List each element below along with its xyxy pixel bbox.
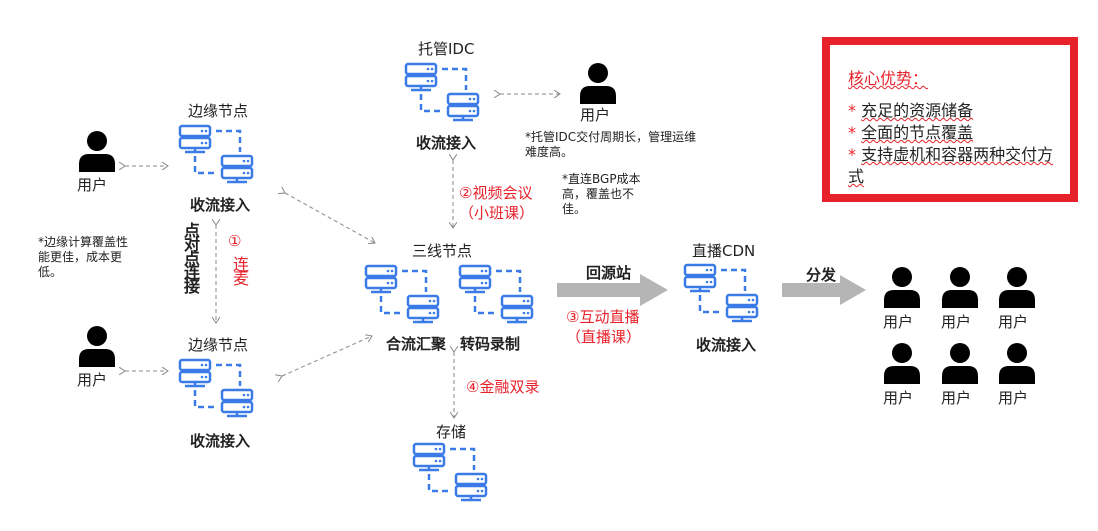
audience-user-label: 用户 <box>883 313 914 331</box>
link-edge-bottom-core <box>282 336 372 376</box>
bullet-star-icon: * <box>848 145 856 164</box>
edge-bottom-caption: 收流接入 <box>190 432 251 450</box>
link-edge-top-core <box>285 193 375 243</box>
core-title: 三线节点 <box>412 242 473 260</box>
arrow-distribute <box>782 275 866 305</box>
core-server-icon-right <box>458 264 534 326</box>
idc-note: *托管IDC交付周期长，管理运维难度高。 <box>525 130 697 159</box>
edge-bottom-title: 边缘节点 <box>188 336 249 354</box>
idc-user-label: 用户 <box>580 106 611 124</box>
origin-label: 回源站 <box>586 264 632 282</box>
advantage-text: 支持虚机和容器两种交付方式 <box>848 145 1054 186</box>
audience-user-label: 用户 <box>998 313 1029 331</box>
storage-server-icon <box>412 442 488 504</box>
advantage-item: * 全面的节点覆盖 <box>848 122 1068 144</box>
scenario1-label: 连麦 <box>230 256 249 284</box>
advantages-title: 核心优势： <box>848 69 929 88</box>
edge-bottom-user-icon <box>77 325 117 367</box>
edge-bottom-server-icon <box>178 358 254 420</box>
scenario2-line2: （小班课） <box>459 204 535 222</box>
audience-user-label: 用户 <box>941 313 972 331</box>
distribute-label: 分发 <box>806 266 837 284</box>
storage-title: 存储 <box>436 423 467 441</box>
scenario3-line2: （直播课） <box>566 328 642 346</box>
advantage-item: * 充足的资源储备 <box>848 100 1068 122</box>
edge-top-user-label: 用户 <box>77 176 108 194</box>
scenario3-line1: ③互动直播 <box>566 308 640 326</box>
advantage-text: 充足的资源储备 <box>861 101 974 120</box>
scenario4-label: ④金融双录 <box>466 378 540 396</box>
bgp-note: *直连BGP成本高，覆盖也不佳。 <box>562 172 641 216</box>
advantage-item: * 支持虚机和容器两种交付方式 <box>848 144 1068 188</box>
audience-user-label: 用户 <box>998 389 1029 407</box>
bullet-star-icon: * <box>848 123 856 142</box>
edge-note: *边缘计算覆盖性能更佳，成本更低。 <box>38 235 129 279</box>
core-caption-right: 转码录制 <box>460 335 521 353</box>
idc-server-icon <box>404 62 480 124</box>
bullet-star-icon: * <box>848 101 856 120</box>
idc-user-icon <box>578 62 618 104</box>
edge-top-caption: 收流接入 <box>190 196 251 214</box>
cdn-server-icon <box>683 263 759 325</box>
edge-top-title: 边缘节点 <box>188 102 249 120</box>
audience-user-label: 用户 <box>883 389 914 407</box>
arrow-origin <box>557 274 668 306</box>
audience-user-icon <box>882 266 922 308</box>
audience-user-label: 用户 <box>941 389 972 407</box>
p2p-label: 点对点连接 <box>181 222 200 292</box>
cdn-title: 直播CDN <box>692 242 756 260</box>
advantages-box: 核心优势： * 充足的资源储备 * 全面的节点覆盖 * 支持虚机和容器两种交付方… <box>822 37 1078 202</box>
scenario1-num: ① <box>228 232 242 250</box>
audience-user-icon <box>882 342 922 384</box>
audience-user-icon <box>940 266 980 308</box>
scenario2-line1: ②视频会议 <box>459 184 533 202</box>
audience-user-icon <box>997 266 1037 308</box>
core-caption-left: 合流汇聚 <box>386 335 447 353</box>
idc-caption: 收流接入 <box>416 134 477 152</box>
edge-bottom-user-label: 用户 <box>77 371 108 389</box>
idc-title: 托管IDC <box>418 40 475 58</box>
audience-user-icon <box>940 342 980 384</box>
core-server-icon-left <box>364 264 440 326</box>
edge-top-user-icon <box>77 130 117 172</box>
audience-user-icon <box>997 342 1037 384</box>
edge-top-server-icon <box>178 124 254 186</box>
advantage-text: 全面的节点覆盖 <box>861 123 974 142</box>
cdn-caption: 收流接入 <box>696 336 757 354</box>
